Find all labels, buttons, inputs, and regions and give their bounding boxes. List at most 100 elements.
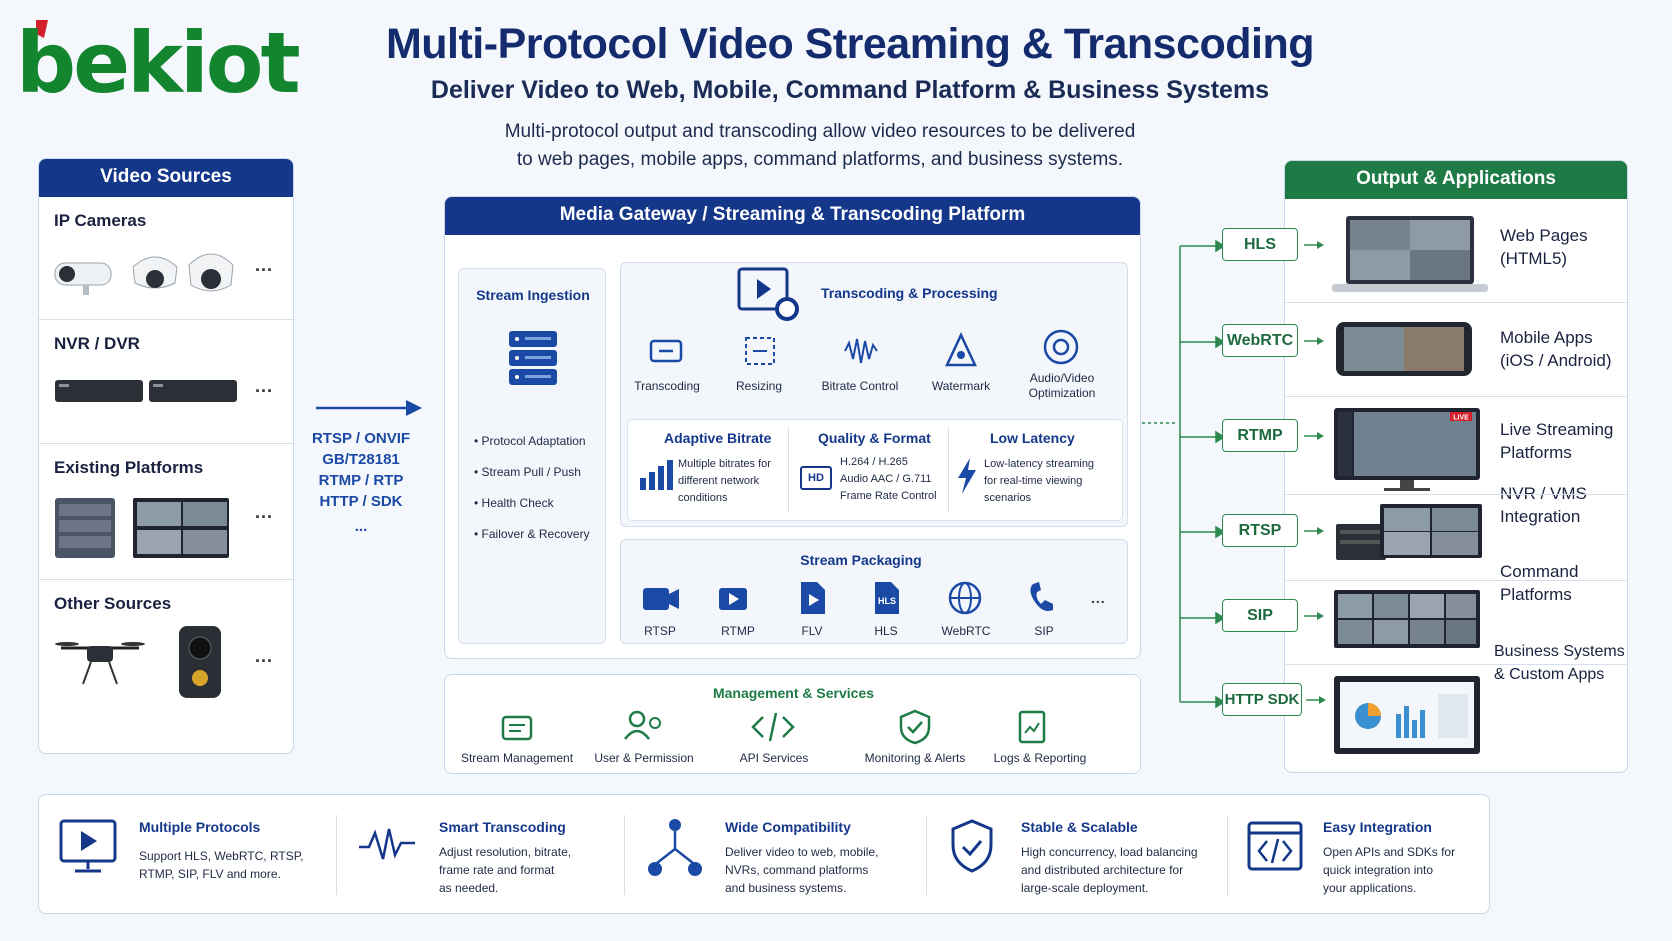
output-connector-lines	[1142, 239, 1226, 709]
label-line: Platforms	[1500, 585, 1572, 604]
feature-title: Wide Compatibility	[725, 819, 851, 835]
label-line: Live Streaming	[1500, 420, 1614, 439]
desc-line: Support HLS, WebRTC, RTSP,	[139, 849, 304, 863]
flv-file-icon	[801, 582, 825, 614]
input-protocols: RTSP / ONVIF GB/T28181 RTMP / RTP HTTP /…	[296, 428, 426, 537]
desc-line: Audio AAC / G.711	[840, 473, 932, 485]
watermark-icon	[945, 332, 977, 367]
divider	[1227, 815, 1228, 895]
arrow-right-icon	[1304, 432, 1324, 440]
stream-packaging-box: Stream Packaging RTSP RTMP FLV HLS HLS W…	[620, 539, 1128, 644]
hls-badge: HLS	[878, 596, 896, 606]
phone-icon	[1030, 582, 1053, 611]
hls-file-icon: HLS	[875, 582, 899, 614]
stream-packaging-title: Stream Packaging	[800, 552, 922, 568]
desc-line: large-scale deployment.	[1021, 881, 1149, 895]
divider	[1284, 580, 1628, 581]
hd-icon: HD	[800, 466, 832, 490]
stream-management-icon	[501, 715, 533, 741]
desc-line: Multiple bitrates for	[678, 458, 771, 470]
desc-line: and distributed architecture for	[1021, 863, 1184, 877]
management-label: User & Permission	[594, 751, 694, 765]
ingestion-bullet: • Protocol Adaptation	[474, 434, 586, 448]
adaptive-bitrate-title: Adaptive Bitrate	[664, 430, 772, 446]
desc-line: Deliver video to web, mobile,	[725, 845, 879, 859]
ingestion-bullet: • Failover & Recovery	[474, 527, 590, 541]
nvr-monitor-icon	[1336, 504, 1482, 560]
more-ellipsis: ...	[255, 502, 274, 522]
feature-desc: Open APIs and SDKs for quick integration …	[1323, 843, 1455, 897]
source-ip-cameras: IP Cameras ...	[39, 197, 293, 319]
bekiot-logo: bekiot	[14, 12, 301, 108]
divider	[926, 815, 927, 895]
management-title: Management & Services	[712, 685, 875, 701]
desc-line: for real-time viewing	[984, 475, 1083, 487]
desc-line: Open APIs and SDKs for	[1323, 845, 1456, 859]
page-title: Multi-Protocol Video Streaming & Transco…	[385, 20, 1315, 68]
management-label: Monitoring & Alerts	[864, 751, 966, 765]
media-gateway-panel: Media Gateway / Streaming & Transcoding …	[444, 196, 1141, 659]
logo-leaf-icon	[36, 20, 48, 38]
adaptive-bitrate-desc: Multiple bitrates for different network …	[678, 456, 771, 507]
desc-line: quick integration into	[1323, 863, 1434, 877]
more-ellipsis: ...	[255, 376, 274, 396]
divider	[1284, 302, 1628, 303]
desc-line: NVRs, command platforms	[725, 863, 869, 877]
input-protocol: GB/T28181	[322, 451, 400, 468]
packaging-label: RTMP	[721, 624, 755, 638]
low-latency-title: Low Latency	[990, 430, 1075, 446]
protocol-badge-sip: SIP	[1222, 599, 1298, 632]
desc-line: different network	[678, 475, 760, 487]
protocol-badge-http-sdk: HTTP SDK	[1222, 683, 1302, 716]
more-ellipsis: ...	[1091, 590, 1106, 606]
bar-chart-icon	[640, 460, 673, 490]
video-sources-panel: Video Sources IP Cameras ... NVR / DVR .…	[38, 158, 294, 754]
label-line: Integration	[1500, 507, 1581, 526]
feature-title: Easy Integration	[1323, 819, 1432, 835]
page-description: Multi-protocol output and transcoding al…	[400, 118, 1240, 174]
bitrate-wave-icon	[844, 338, 878, 364]
input-arrow-icon	[316, 400, 422, 416]
packaging-label: SIP	[1034, 624, 1054, 638]
source-label: Other Sources	[54, 594, 172, 613]
pulse-wave-icon	[359, 828, 415, 860]
label-line: Command	[1500, 562, 1579, 581]
feature-title: Stable & Scalable	[1021, 819, 1138, 835]
lightning-icon	[958, 458, 976, 494]
label-line: Platforms	[1500, 443, 1572, 462]
logo-text: bekiot	[16, 14, 301, 112]
arrow-right-icon	[1304, 337, 1324, 345]
label-line: NVR / VMS	[1500, 484, 1587, 503]
report-icon	[1018, 710, 1046, 744]
label-line: Mobile Apps	[1500, 328, 1593, 347]
packaging-label: HLS	[874, 624, 898, 638]
feature-desc: Adjust resolution, bitrate,frame rate an…	[439, 843, 571, 897]
outputs-title: Output & Applications	[1285, 161, 1627, 199]
source-label: IP Cameras	[54, 211, 147, 230]
divider	[948, 428, 949, 512]
feature-title: Multiple Protocols	[139, 819, 261, 835]
protocol-badge-hls: HLS	[1222, 228, 1298, 261]
network-nodes-icon	[648, 819, 702, 876]
desc-line: frame rate and format	[439, 863, 555, 877]
output-rows: HLS Web Pages(HTML5) WebRTC Mobile Apps(…	[1222, 216, 1628, 773]
desc-line: and business systems.	[725, 881, 847, 895]
transcoding-processing-box: Transcoding & Processing Transcoding Res…	[620, 262, 1128, 527]
live-badge: LIVE	[1453, 415, 1469, 422]
output-app-label: NVR / VMS Integration	[1500, 482, 1587, 528]
transcoding-icon	[649, 339, 683, 363]
server-rack-icon	[55, 498, 229, 558]
more-ellipsis: ...	[255, 646, 274, 666]
divider	[1284, 494, 1628, 495]
stream-features-box: Adaptive Bitrate Multiple bitrates for d…	[627, 419, 1123, 521]
source-label: NVR / DVR	[54, 334, 140, 353]
globe-icon	[948, 581, 982, 615]
stream-ingestion-box: Stream Ingestion • Protocol Adaptation •…	[458, 268, 606, 644]
input-protocol: RTMP / RTP	[318, 472, 404, 489]
low-latency-desc: Low-latency streaming for real-time view…	[984, 456, 1094, 507]
desc-line: Low-latency streaming	[984, 458, 1095, 470]
code-window-icon	[1247, 821, 1303, 871]
resize-icon	[745, 337, 775, 365]
label-line: Optimization	[1028, 386, 1096, 400]
desc-line: High concurrency, load balancing	[1021, 845, 1198, 859]
